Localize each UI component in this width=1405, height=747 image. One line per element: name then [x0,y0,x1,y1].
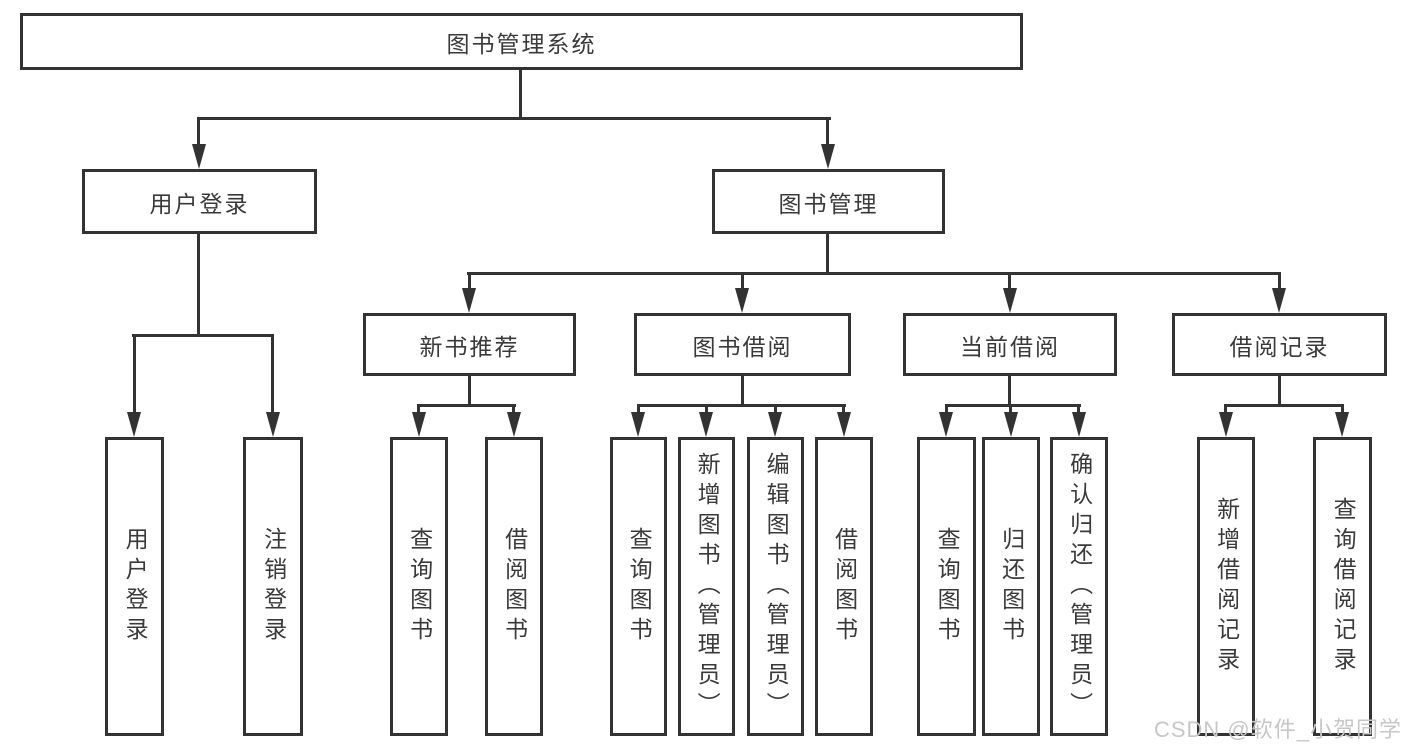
leaf-logout-label: 注销登录 [260,526,287,647]
connector-line [826,117,829,147]
leaf-add-books-admin-label: 新增图书（管理员） [694,451,721,722]
arrow-down-icon [735,288,749,313]
connector-line [1008,272,1011,291]
connector-line [637,404,846,407]
node-root: 图书管理系统 [20,13,1023,70]
node-root-label: 图书管理系统 [446,30,597,57]
connector-line [197,117,831,120]
connector-line [133,334,136,415]
leaf-confirm-return-admin: 确认归还（管理员） [1050,437,1108,736]
connector-line [1341,404,1344,414]
connector-line [741,272,744,291]
arrow-down-icon [507,412,521,437]
node-user-login-label: 用户登录 [149,190,250,217]
arrow-down-icon [127,412,141,437]
node-current-borrow-label: 当前借阅 [960,333,1060,360]
connector-line [417,404,420,414]
node-book-management-label: 图书管理 [778,190,879,217]
arrow-down-icon [1004,412,1018,437]
node-new-book-recommend-label: 新书推荐 [419,333,520,360]
arrow-down-icon [1272,288,1286,313]
leaf-confirm-return-admin-label: 确认归还（管理员） [1066,451,1093,722]
leaf-borrow-books-2: 借阅图书 [815,437,873,736]
connector-line [271,334,274,415]
connector-line [467,272,1281,275]
leaf-query-borrow-record-label: 查询借阅记录 [1330,496,1357,677]
connector-line [1278,376,1281,407]
leaf-borrow-books-2-label: 借阅图书 [831,526,858,647]
node-current-borrow: 当前借阅 [903,313,1117,376]
leaf-return-books: 归还图书 [982,437,1040,736]
connector-line [705,404,708,414]
leaf-borrow-books-1: 借阅图书 [485,437,543,736]
leaf-edit-books-admin: 编辑图书（管理员） [747,437,804,736]
connector-line [842,404,845,414]
connector-line [519,70,522,120]
connector-line [637,404,640,414]
leaf-add-borrow-record-label: 新增借阅记录 [1213,496,1240,677]
connector-line [197,234,200,337]
connector-line [197,117,200,147]
leaf-query-books-1-label: 查询图书 [406,526,433,647]
arrow-down-icon [939,412,953,437]
arrow-down-icon [412,412,426,437]
arrow-down-icon [266,412,280,437]
arrow-down-icon [1335,412,1349,437]
leaf-query-books-1: 查询图书 [390,437,448,736]
leaf-query-borrow-record: 查询借阅记录 [1313,437,1372,736]
connector-line [741,376,744,406]
connector-line [945,404,1081,407]
arrow-down-icon [1003,288,1017,313]
node-book-borrow-label: 图书借阅 [692,333,793,360]
leaf-query-books-3-label: 查询图书 [934,526,961,647]
leaf-query-books-3: 查询图书 [917,437,976,736]
leaf-edit-books-admin-label: 编辑图书（管理员） [763,451,790,722]
connector-line [132,334,274,337]
arrow-down-icon [768,412,782,437]
connector-line [1008,376,1011,406]
watermark-text: CSDN @软件_小贺同学 [1153,717,1402,742]
leaf-add-borrow-record: 新增借阅记录 [1197,437,1255,736]
node-user-login: 用户登录 [82,169,317,234]
arrow-down-icon [699,412,713,437]
connector-line [1224,404,1227,414]
connector-line [1224,404,1344,407]
arrow-down-icon [631,412,645,437]
node-book-borrow: 图书借阅 [634,313,851,376]
node-new-book-recommend: 新书推荐 [363,313,576,376]
leaf-user-login: 用户登录 [105,437,164,736]
leaf-add-books-admin: 新增图书（管理员） [678,437,735,736]
node-borrow-record-label: 借阅记录 [1229,333,1330,360]
arrow-down-icon [821,144,835,169]
connector-line [774,404,777,414]
connector-line [1009,404,1012,414]
leaf-borrow-books-1-label: 借阅图书 [501,526,528,647]
connector-line [512,404,515,414]
node-book-management: 图书管理 [712,169,945,234]
connector-line [826,234,829,275]
connector-line [468,272,471,291]
arrow-down-icon [1219,412,1233,437]
node-borrow-record: 借阅记录 [1172,313,1387,376]
arrow-down-icon [462,288,476,313]
connector-line [945,404,948,414]
leaf-return-books-label: 归还图书 [998,526,1025,647]
arrow-down-icon [1072,412,1086,437]
connector-line [1278,272,1281,291]
leaf-query-books-2-label: 查询图书 [626,526,653,647]
arrow-down-icon [837,412,851,437]
arrow-down-icon [192,144,206,169]
leaf-query-books-2: 查询图书 [610,437,667,736]
connector-line [1077,404,1080,414]
connector-line [468,376,471,406]
leaf-user-login-label: 用户登录 [122,526,149,647]
leaf-logout: 注销登录 [243,437,303,736]
connector-line [417,404,516,407]
